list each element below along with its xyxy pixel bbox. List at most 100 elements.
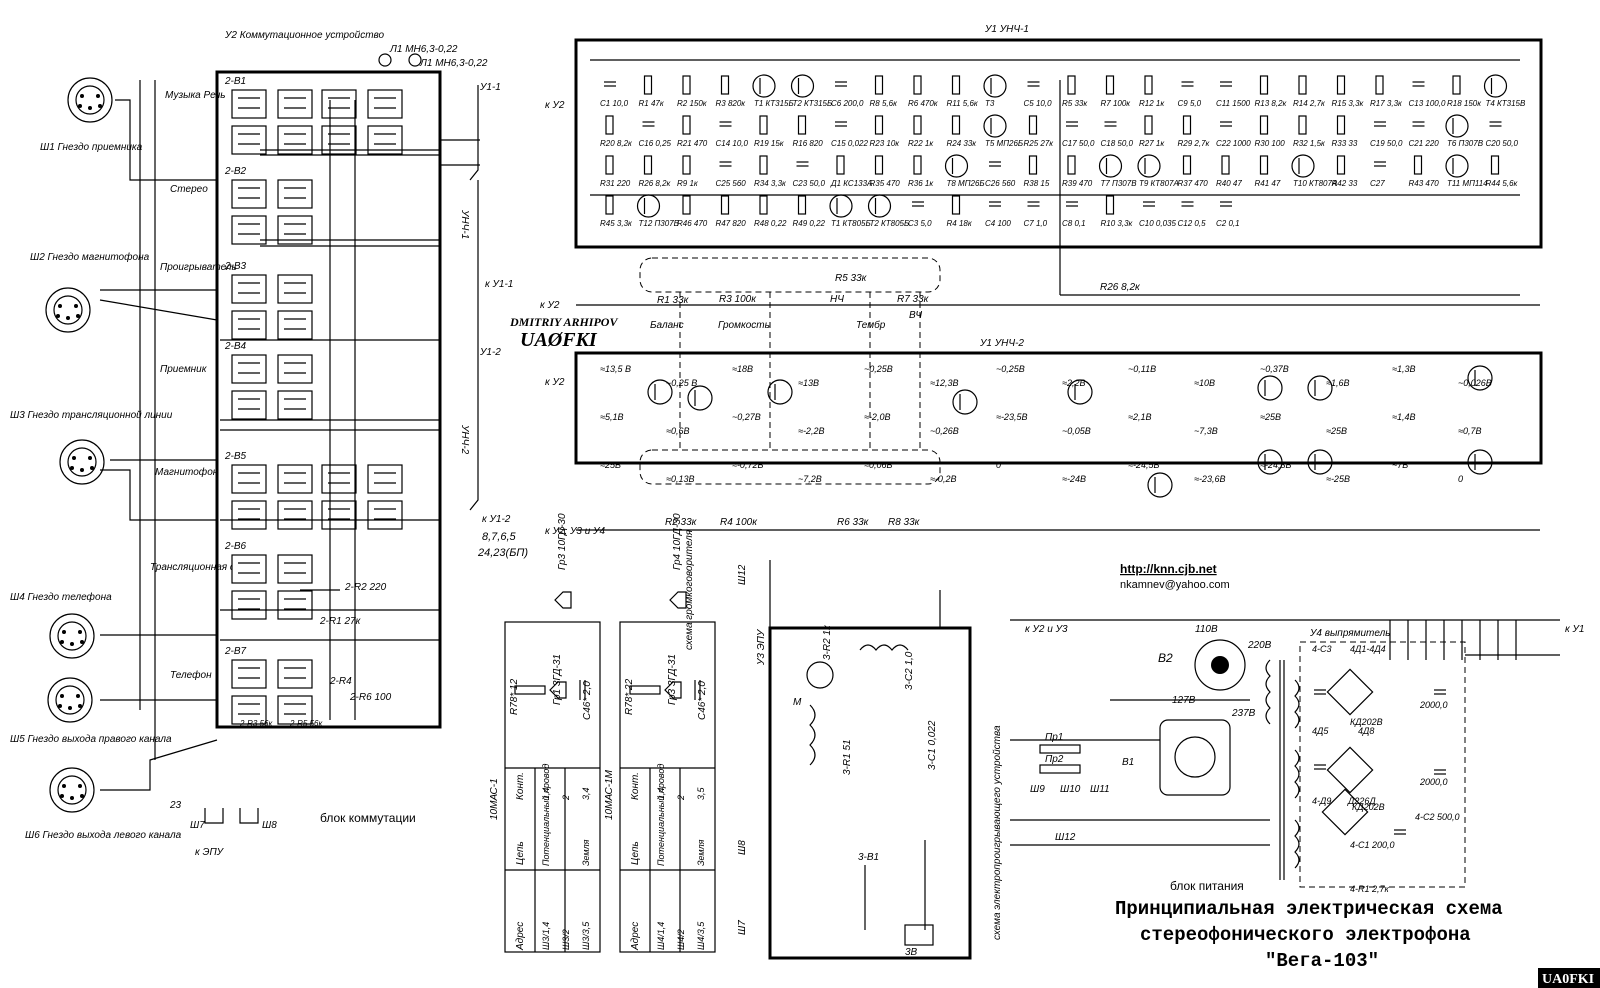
din-socket-icon[interactable] bbox=[49, 767, 95, 813]
mode-label-phone: Телефон bbox=[170, 669, 212, 681]
title-line-3: "Вега-103" bbox=[1265, 950, 1379, 972]
speaker-r: R78* 12 bbox=[509, 678, 520, 715]
table-cell: Ш3/3,5 bbox=[581, 921, 591, 950]
component-label: R32 1,5к bbox=[1293, 139, 1326, 148]
transistor-icon bbox=[647, 379, 673, 405]
voltage-237: 237В bbox=[1231, 708, 1256, 719]
switch-contact[interactable] bbox=[277, 89, 313, 119]
switch-contact[interactable] bbox=[367, 500, 403, 530]
resistor-icon bbox=[1336, 75, 1346, 95]
switch-contact[interactable] bbox=[277, 659, 313, 689]
resistor-icon bbox=[1298, 115, 1307, 135]
transistor-icon bbox=[1483, 74, 1508, 98]
switch-contact[interactable] bbox=[277, 179, 313, 209]
epu-motor: M bbox=[793, 697, 802, 708]
din-socket-icon[interactable] bbox=[49, 613, 95, 659]
lamp-icon bbox=[408, 53, 422, 67]
power-part-label: Д226Д bbox=[1347, 796, 1376, 806]
switch-contact[interactable] bbox=[277, 274, 313, 304]
switch-contact[interactable] bbox=[277, 390, 313, 420]
resistor-label: 2-R2 220 bbox=[344, 582, 387, 593]
transistor-icon bbox=[1257, 449, 1283, 475]
switch-contact[interactable] bbox=[231, 390, 267, 420]
component-label: R35 470 bbox=[870, 179, 901, 188]
voltage-label: ≈25В bbox=[600, 460, 621, 470]
resistor-icon bbox=[1259, 115, 1269, 135]
resistor-icon bbox=[1067, 75, 1076, 95]
switch-contact[interactable] bbox=[367, 125, 403, 155]
voltage-selector-icon[interactable] bbox=[1194, 639, 1246, 691]
component-label: T1 КТ805Б bbox=[831, 219, 871, 228]
transistor-icon bbox=[867, 194, 892, 218]
din-socket-icon[interactable] bbox=[45, 287, 91, 333]
transistor-icon bbox=[767, 379, 793, 405]
link-to-u2: к У2 bbox=[540, 300, 560, 311]
switch-contact[interactable] bbox=[367, 89, 403, 119]
jack-sh9: Ш9 bbox=[1030, 784, 1045, 795]
switch-contact[interactable] bbox=[277, 215, 313, 245]
switch-contact[interactable] bbox=[321, 500, 357, 530]
voltage-label: ~0,25В bbox=[996, 364, 1025, 374]
player-scheme-label: схема электропроигрывающего устройства bbox=[992, 725, 1003, 940]
switch-contact[interactable] bbox=[231, 274, 267, 304]
switch-contact[interactable] bbox=[231, 659, 267, 689]
switch-contact[interactable] bbox=[321, 464, 357, 494]
switch-contact[interactable] bbox=[277, 554, 313, 584]
switch-contact[interactable] bbox=[231, 554, 267, 584]
switch-contact[interactable] bbox=[231, 179, 267, 209]
voltage-label: ≈13В bbox=[798, 378, 819, 388]
component-label: R41 47 bbox=[1255, 179, 1281, 188]
component-label: R26 8,2к bbox=[639, 179, 672, 188]
din-socket-icon[interactable] bbox=[47, 677, 93, 723]
switch-contact[interactable] bbox=[231, 89, 267, 119]
switch-contact[interactable] bbox=[231, 310, 267, 340]
voltage-label: ≈1,6В bbox=[1326, 378, 1349, 388]
transistor-icon bbox=[1307, 449, 1333, 475]
switch-contact[interactable] bbox=[231, 125, 267, 155]
switch-contact[interactable] bbox=[367, 464, 403, 494]
din-socket-icon[interactable] bbox=[67, 77, 113, 123]
contact-email[interactable]: nkamnev@yahoo.com bbox=[1120, 579, 1230, 591]
switch-contact[interactable] bbox=[277, 125, 313, 155]
ctrl-r2: R2 33к bbox=[665, 517, 698, 528]
transistor-icon bbox=[952, 389, 978, 415]
switch-contact[interactable] bbox=[321, 89, 357, 119]
switch-contact[interactable] bbox=[277, 354, 313, 384]
controls-panel: R1 33к R3 100к R5 33к R7 33к Баланс Гром… bbox=[540, 257, 1540, 537]
transistor-icon bbox=[790, 74, 815, 98]
switch-contact[interactable] bbox=[231, 695, 267, 725]
switch-contact[interactable] bbox=[231, 354, 267, 384]
resistor-icon bbox=[1259, 75, 1269, 95]
switch-contact[interactable] bbox=[321, 125, 357, 155]
power-part-label: 4Д1-4Д4 bbox=[1350, 644, 1386, 654]
amp1-label: У1 УНЧ-1 bbox=[984, 24, 1029, 35]
switch-contact[interactable] bbox=[231, 464, 267, 494]
resistor-icon bbox=[759, 155, 768, 175]
component-label: R18 150к bbox=[1447, 99, 1482, 108]
switch-contact[interactable] bbox=[231, 500, 267, 530]
switch-contact[interactable] bbox=[277, 695, 313, 725]
component-label: R36 1к bbox=[908, 179, 934, 188]
switch-contact[interactable] bbox=[231, 590, 267, 620]
component-label: C21 220 bbox=[1409, 139, 1440, 148]
epu-c2: 3-C2 1,0 bbox=[904, 651, 915, 690]
table-cell: 1,4 bbox=[541, 787, 551, 800]
resistor-icon bbox=[1375, 75, 1384, 95]
resistor-label: 2-R6 100 bbox=[349, 692, 392, 703]
switch-contact[interactable] bbox=[277, 500, 313, 530]
switch-contact[interactable] bbox=[277, 310, 313, 340]
r26-label: R26 8,2к bbox=[1100, 282, 1141, 293]
jack-label-2: Ш2 Гнездо магнитофона bbox=[30, 251, 150, 263]
power-unit-label: блок питания bbox=[1170, 879, 1244, 893]
speaker-icon bbox=[664, 681, 682, 699]
din-socket-icon[interactable] bbox=[59, 439, 105, 485]
switch-contact[interactable] bbox=[277, 464, 313, 494]
switch-contact[interactable] bbox=[231, 215, 267, 245]
voltage-label: ≈12,3В bbox=[930, 378, 958, 388]
switch-contact[interactable] bbox=[277, 590, 313, 620]
contact-url[interactable]: http://knn.cjb.net bbox=[1120, 562, 1217, 576]
table-cell: 2 bbox=[561, 795, 571, 801]
voltage-label: ~0,25В bbox=[864, 364, 893, 374]
